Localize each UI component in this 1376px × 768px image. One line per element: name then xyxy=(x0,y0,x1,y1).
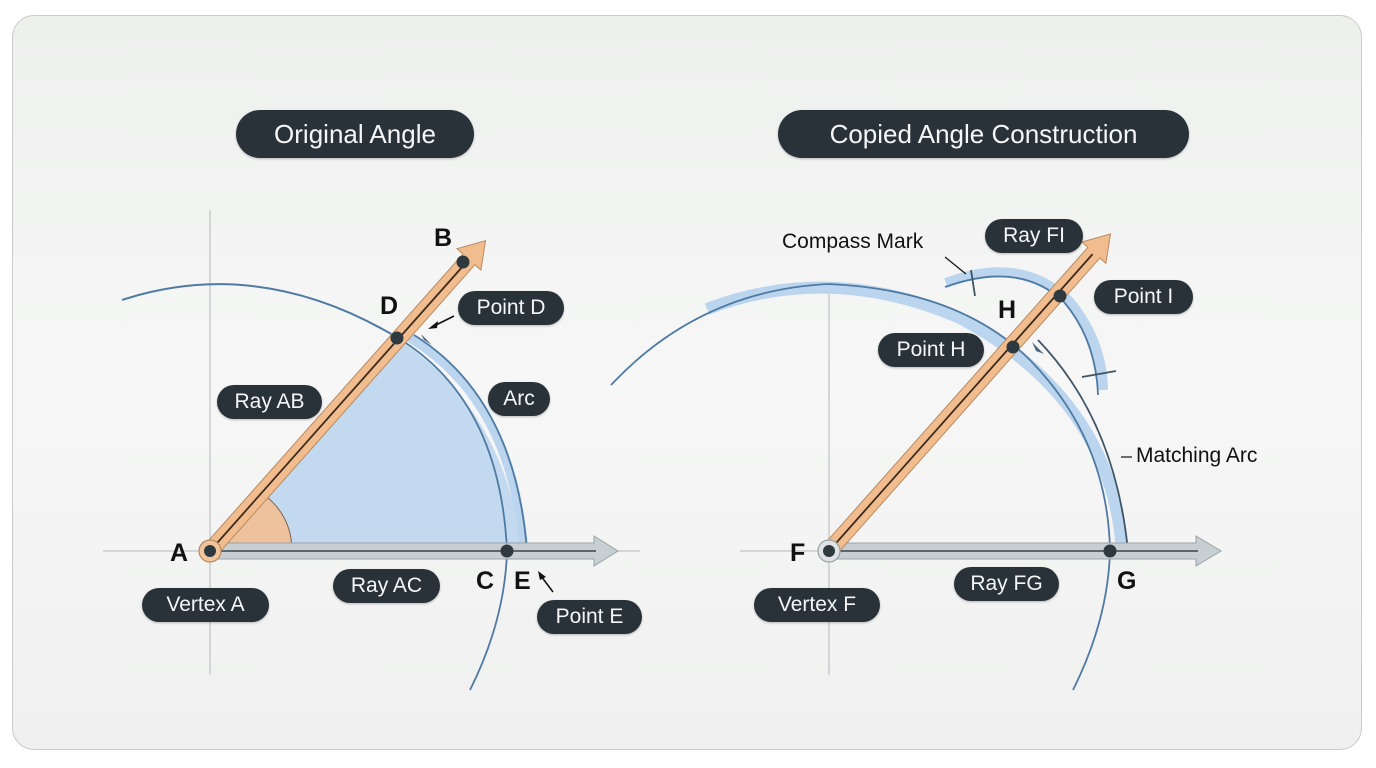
point-label-b: B xyxy=(434,224,453,252)
compass-tick-mark-2 xyxy=(1081,370,1117,378)
callout-vertex-a: Vertex A xyxy=(142,588,269,622)
callout-ray-fi: Ray FI xyxy=(985,219,1083,253)
matching-arc-outline xyxy=(1037,339,1129,552)
point-i-dot xyxy=(1053,289,1067,303)
point-d-dot xyxy=(390,331,404,345)
ray-ab xyxy=(203,239,487,558)
compass-arc xyxy=(944,275,1099,396)
callout-ray-fg: Ray FG xyxy=(954,567,1059,601)
point-label-c: C xyxy=(476,567,495,595)
point-d-arrow xyxy=(428,315,455,329)
label-compass-mark: Compass Mark xyxy=(782,230,924,253)
point-g-dot xyxy=(1103,544,1117,558)
point-label-a: A xyxy=(170,539,189,567)
ray-fi xyxy=(822,233,1112,558)
main-construction-arc xyxy=(610,283,1111,691)
point-h-dot xyxy=(1006,340,1020,354)
ray-fg xyxy=(828,535,1222,567)
ray-ac xyxy=(209,535,619,567)
compass-arc-highlight xyxy=(944,267,1108,391)
point-label-d: D xyxy=(380,292,399,320)
callout-point-i: Point I xyxy=(1094,280,1193,314)
vertex-f-dot xyxy=(823,545,835,557)
arc-outline xyxy=(413,334,528,552)
matching-arc-arrowhead xyxy=(1032,342,1044,354)
callout-vertex-f: Vertex F xyxy=(754,588,880,622)
title-original-angle: Original Angle xyxy=(236,110,474,158)
point-label-e: E xyxy=(514,567,531,595)
compass-mark-leader xyxy=(944,256,967,275)
callout-ray-ab: Ray AB xyxy=(217,385,322,419)
angle-sector-fill xyxy=(210,339,522,551)
callout-ray-ac: Ray AC xyxy=(333,569,440,603)
point-e-arrow xyxy=(538,571,554,593)
label-matching-arc: Matching Arc xyxy=(1136,444,1258,467)
construction-arc-lower xyxy=(397,337,508,691)
matching-arc-highlight xyxy=(704,281,1128,552)
point-label-g: G xyxy=(1117,567,1137,595)
callout-point-d: Point D xyxy=(458,291,564,325)
vertex-a-dot xyxy=(204,545,216,557)
arc-arrowhead xyxy=(421,334,432,345)
title-copied-angle-construction: Copied Angle Construction xyxy=(778,110,1189,158)
callout-point-e: Point E xyxy=(537,600,642,634)
callout-arc: Arc xyxy=(488,382,550,416)
point-label-h: H xyxy=(998,296,1017,324)
callout-point-h: Point H xyxy=(878,333,984,367)
point-label-f: F xyxy=(790,539,806,567)
point-c-dot xyxy=(500,544,514,558)
point-b-dot xyxy=(456,255,470,269)
construction-arc-upper xyxy=(121,283,399,339)
compass-tick-mark-1 xyxy=(970,269,976,297)
arc-highlight xyxy=(407,334,529,552)
